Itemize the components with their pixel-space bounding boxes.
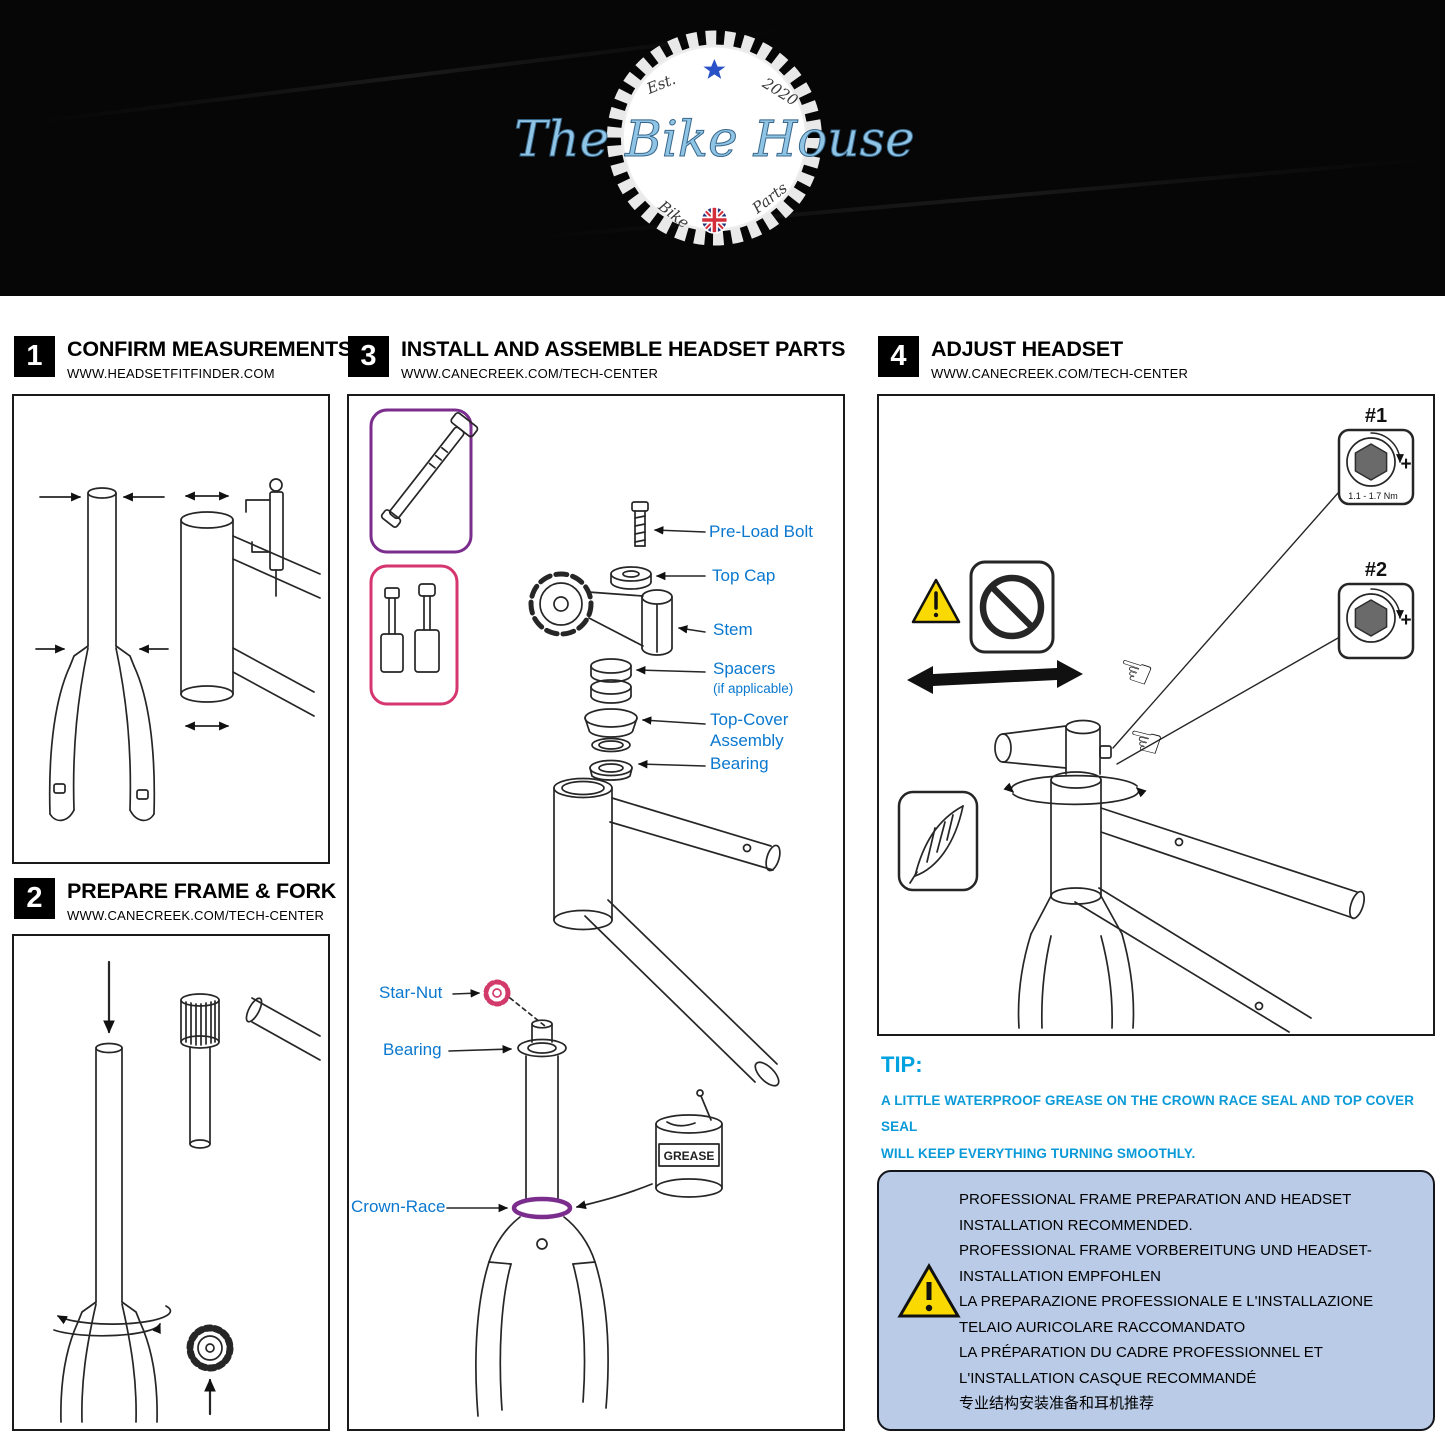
- panel-step-3: GREASE Pre-Load Bolt Top Cap: [347, 394, 845, 1431]
- label-spacers-note: (if applicable): [713, 681, 794, 696]
- torque-spec: 1.1 - 1.7 Nm: [1348, 491, 1398, 501]
- notice-line: LA PRÉPARATION DU CADRE PROFESSIONNEL ET: [959, 1344, 1323, 1361]
- preload-bolt-part: [631, 501, 649, 547]
- panel-step-2: [12, 934, 330, 1431]
- notice-text: PROFESSIONAL FRAME PREPARATION AND HEADS…: [959, 1187, 1373, 1417]
- chainring-icon: Est. 2020 The Bike House Bike Parts: [513, 30, 915, 246]
- notice-line: TELAIO AURICOLARE RACCOMANDATO: [959, 1318, 1246, 1336]
- notice-line: LA PREPARAZIONE PROFESSIONALE E L'INSTAL…: [959, 1293, 1374, 1310]
- step-3-url: WWW.CANECREEK.COM/TECH-CENTER: [401, 365, 659, 381]
- step-1-url: WWW.HEADSETFITFINDER.COM: [67, 365, 275, 381]
- label-star-nut: Star-Nut: [379, 983, 443, 1002]
- notice-line: 专业结构安装准备和耳机推荐: [959, 1395, 1155, 1412]
- label-stem: Stem: [713, 620, 753, 639]
- plus-sign: +: [1400, 454, 1411, 475]
- step-1-number: 1: [14, 336, 55, 377]
- step-1-header: 1 CONFIRM MEASUREMENTS WWW.HEADSETFITFIN…: [14, 336, 352, 381]
- panel-step-1: [12, 394, 330, 864]
- step-3-number: 3: [348, 336, 389, 377]
- label-top-cover-assembly: Assembly: [710, 731, 784, 750]
- warning-icon: [911, 578, 961, 624]
- adjust-headset-diagram: #1 + 1.1 - 1.7 Nm #2 +: [897, 405, 1415, 1033]
- caliper-icon: [245, 478, 284, 597]
- stem-part: [528, 571, 673, 656]
- label-top-cover: Top-Cover: [710, 710, 789, 729]
- label-preload-bolt: Pre-Load Bolt: [709, 522, 813, 541]
- prohibited-icon: [969, 560, 1055, 654]
- slide-hammer-toolbox: [369, 408, 473, 554]
- step-4-title: ADJUST HEADSET: [931, 337, 1123, 361]
- fork-lower: [475, 1216, 609, 1417]
- label-spacers: Spacers: [713, 659, 776, 678]
- label-arrows: [446, 526, 706, 1213]
- notice-line: L'INSTALLATION CASQUE RECOMMANDÉ: [959, 1369, 1257, 1387]
- plus-sign: +: [1400, 610, 1411, 631]
- notice-box: PROFESSIONAL FRAME PREPARATION AND HEADS…: [877, 1170, 1435, 1431]
- star-nut-tool-icon: [186, 1324, 234, 1372]
- hex-wrench-icon-1: #1 + 1.1 - 1.7 Nm: [1337, 405, 1415, 506]
- star-icon: [702, 59, 725, 79]
- frame-head-tube: [553, 777, 781, 1087]
- step-3-title: INSTALL AND ASSEMBLE HEADSET PARTS: [401, 337, 846, 361]
- label-bearing-lower: Bearing: [383, 1040, 442, 1059]
- stem-assembly: [994, 719, 1366, 1033]
- step-4-url: WWW.CANECREEK.COM/TECH-CENTER: [931, 365, 1189, 381]
- hex-wrench-icon-2: #2 +: [1337, 559, 1415, 660]
- step-1-title: CONFIRM MEASUREMENTS: [67, 337, 353, 361]
- upper-bearing-part: [589, 759, 633, 781]
- notice-line: INSTALLATION RECOMMENDED.: [959, 1216, 1193, 1234]
- spacers-part: [590, 658, 632, 704]
- crown-race-part: [511, 1196, 573, 1220]
- star-nut-part: [483, 979, 511, 1007]
- tip-line-1: A LITTLE WATERPROOF GREASE ON THE CROWN …: [881, 1093, 1415, 1135]
- setting-tools-icon: [380, 583, 440, 673]
- grease-can-icon: GREASE: [655, 1089, 723, 1198]
- label-crown-race: Crown-Race: [351, 1197, 446, 1216]
- step-4-number: 4: [878, 336, 919, 377]
- feather-icon: [897, 790, 979, 892]
- notice-line: PROFESSIONAL FRAME PREPARATION AND HEADS…: [959, 1191, 1352, 1208]
- step-2-number: 2: [14, 878, 55, 919]
- notice-line: PROFESSIONAL FRAME VORBEREITUNG UND HEAD…: [959, 1242, 1372, 1259]
- slide-hammer-icon: [380, 412, 479, 528]
- headset-exploded-diagram: GREASE: [369, 408, 781, 1417]
- tool-2-label: #2: [1365, 559, 1387, 581]
- tool-1-label: #1: [1365, 405, 1387, 427]
- panel-step-4: #1 + 1.1 - 1.7 Nm #2 +: [877, 394, 1435, 1036]
- double-arrow-icon: [907, 660, 1083, 694]
- frame-prep-diagram: [53, 960, 321, 1423]
- top-cover-part: [584, 708, 638, 753]
- step-3-header: 3 INSTALL AND ASSEMBLE HEADSET PARTS WWW…: [348, 336, 846, 381]
- step-2-url: WWW.CANECREEK.COM/TECH-CENTER: [67, 907, 325, 923]
- top-cap-part: [610, 566, 652, 590]
- setter-toolbox: [369, 564, 459, 706]
- tip-label: TIP:: [881, 1052, 923, 1077]
- uk-flag-icon: [700, 206, 728, 234]
- brand-name-text: The Bike House: [514, 110, 915, 168]
- measurement-diagram: [35, 478, 321, 822]
- brand-logo: Est. 2020 The Bike House Bike Parts: [499, 14, 929, 271]
- crown-race-tool-icon: [180, 993, 220, 1149]
- tip-section: TIP: A LITTLE WATERPROOF GREASE ON THE C…: [881, 1052, 1441, 1167]
- label-bearing-upper: Bearing: [710, 754, 769, 773]
- steerer-and-lower-bearing: [517, 1019, 567, 1200]
- step-4-header: 4 ADJUST HEADSET WWW.CANECREEK.COM/TECH-…: [878, 336, 1188, 381]
- warning-icon: [897, 1263, 961, 1318]
- label-top-cap: Top Cap: [712, 566, 776, 585]
- tip-line-2: WILL KEEP EVERYTHING TURNING SMOOTHLY.: [881, 1145, 1196, 1161]
- notice-line: INSTALLATION EMPFOHLEN: [959, 1267, 1161, 1285]
- step-2-header: 2 PREPARE FRAME & FORK WWW.CANECREEK.COM…: [14, 878, 336, 923]
- step-2-title: PREPARE FRAME & FORK: [67, 879, 337, 903]
- brand-banner: Est. 2020 The Bike House Bike Parts: [0, 0, 1445, 296]
- grease-can-label: GREASE: [664, 1149, 715, 1163]
